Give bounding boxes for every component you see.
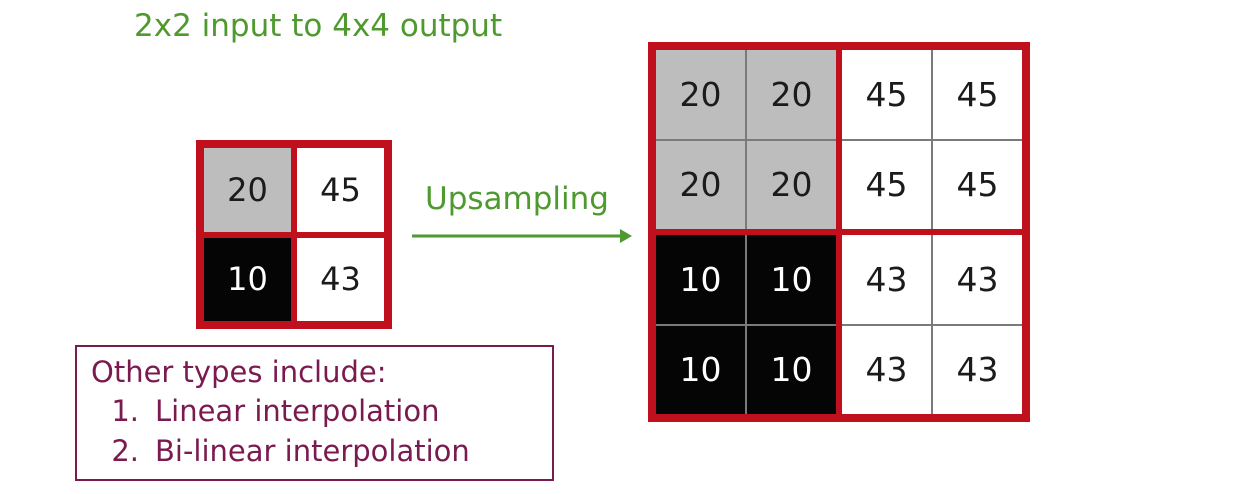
output-cell: 45 [842,140,931,229]
input-grid-2x2: 20 45 10 43 [196,140,392,329]
output-cell: 20 [747,140,836,229]
output-block: 10 10 10 10 [656,235,836,414]
output-block: 45 45 45 45 [842,50,1022,229]
output-block: 20 20 20 20 [656,50,836,229]
input-cell: 43 [297,237,384,321]
list-item-number: 1. [111,394,139,428]
list-item-number: 2. [111,434,139,468]
output-cell: 10 [747,325,836,414]
output-cell: 43 [933,235,1022,324]
other-types-note: Other types include: 1. Linear interpola… [75,345,554,481]
output-cell: 43 [933,325,1022,414]
input-cell: 10 [204,237,291,321]
output-cell: 45 [933,140,1022,229]
output-cell: 10 [656,325,745,414]
output-block: 43 43 43 43 [842,235,1022,414]
input-cell: 20 [204,148,291,232]
list-item-text: Bi-linear interpolation [155,434,470,468]
output-grid-4x4: 20 20 20 20 45 45 45 45 10 10 10 10 43 4… [648,42,1030,422]
output-cell: 43 [842,235,931,324]
diagram-title: 2x2 input to 4x4 output [134,8,503,44]
list-item: 2. Bi-linear interpolation [91,431,538,471]
list-item: 1. Linear interpolation [91,391,538,431]
right-arrow-icon [412,229,632,243]
output-cell: 45 [842,50,931,139]
note-heading: Other types include: [91,355,387,389]
input-cell: 45 [297,148,384,232]
output-cell: 10 [656,235,745,324]
output-cell: 20 [656,50,745,139]
output-cell: 10 [747,235,836,324]
upsampling-label: Upsampling [425,181,609,217]
output-cell: 20 [656,140,745,229]
output-cell: 43 [842,325,931,414]
output-cell: 45 [933,50,1022,139]
output-cell: 20 [747,50,836,139]
list-item-text: Linear interpolation [155,394,440,428]
